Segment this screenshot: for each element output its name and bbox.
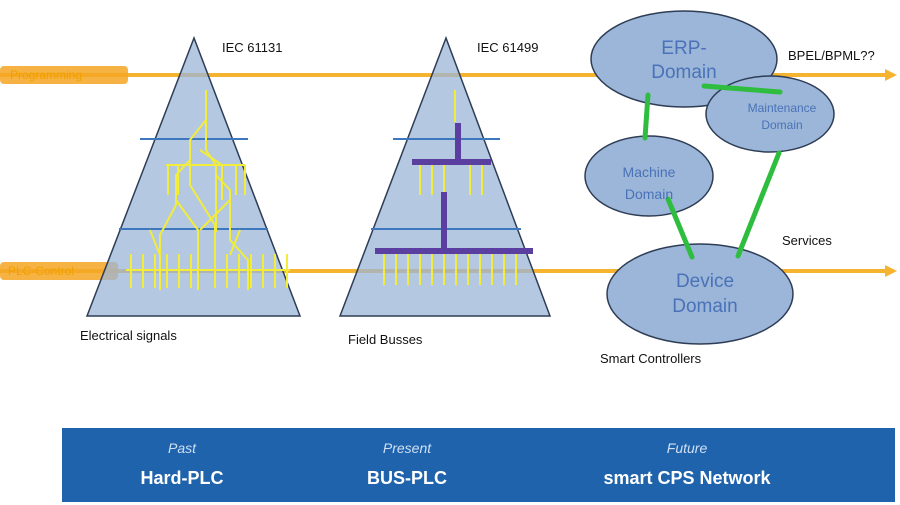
era-present-title: BUS-PLC xyxy=(367,468,447,488)
era-past: Past Hard-PLC xyxy=(92,428,272,502)
device-domain-label-line1: Device xyxy=(676,271,734,292)
era-band: Past Hard-PLC Present BUS-PLC Future sma… xyxy=(62,428,895,502)
erp-domain-label-line2: Domain xyxy=(651,62,716,83)
iec-61499-label: IEC 61499 xyxy=(477,40,538,55)
iec-61131-label: IEC 61131 xyxy=(222,40,282,55)
era-past-title: Hard-PLC xyxy=(140,468,224,488)
cps-network: ERP- Domain Maintenance Domain Machine D… xyxy=(584,10,875,366)
maintenance-domain-label-line1: Maintenance xyxy=(748,101,817,115)
bpel-bpml-label: BPEL/BPML?? xyxy=(788,48,875,63)
era-future-label: Future xyxy=(666,440,708,456)
smart-controllers-label: Smart Controllers xyxy=(600,351,702,366)
device-domain-label-line2: Domain xyxy=(672,296,737,317)
plc-control-label: PLC-Control xyxy=(8,264,74,278)
erp-domain-node xyxy=(590,10,778,108)
era-present-label: Present xyxy=(382,440,432,456)
machine-domain-label-line1: Machine xyxy=(623,164,676,180)
device-domain-node xyxy=(606,243,794,345)
machine-domain-label-line2: Domain xyxy=(625,186,673,202)
era-future-title: smart CPS Network xyxy=(603,468,771,488)
field-bus-lines xyxy=(375,90,533,285)
field-busses-label: Field Busses xyxy=(348,332,423,347)
era-present: Present BUS-PLC xyxy=(317,428,497,502)
maintenance-domain-node xyxy=(705,75,835,153)
services-label: Services xyxy=(782,233,832,248)
era-past-label: Past xyxy=(167,440,196,456)
electrical-signals-label: Electrical signals xyxy=(80,328,177,343)
electrical-wiring xyxy=(126,90,290,290)
programming-label: Programming xyxy=(10,68,82,82)
maintenance-domain-label-line2: Domain xyxy=(761,118,802,132)
erp-domain-label-line1: ERP- xyxy=(661,38,706,59)
pyramid-hard-plc: IEC 61131 Electrical signals xyxy=(80,35,302,343)
machine-domain-node xyxy=(584,135,714,217)
pyramid-bus-plc: IEC 61499 Field Busses xyxy=(338,35,552,347)
era-future: Future smart CPS Network xyxy=(562,428,812,502)
domain-links xyxy=(642,83,783,260)
